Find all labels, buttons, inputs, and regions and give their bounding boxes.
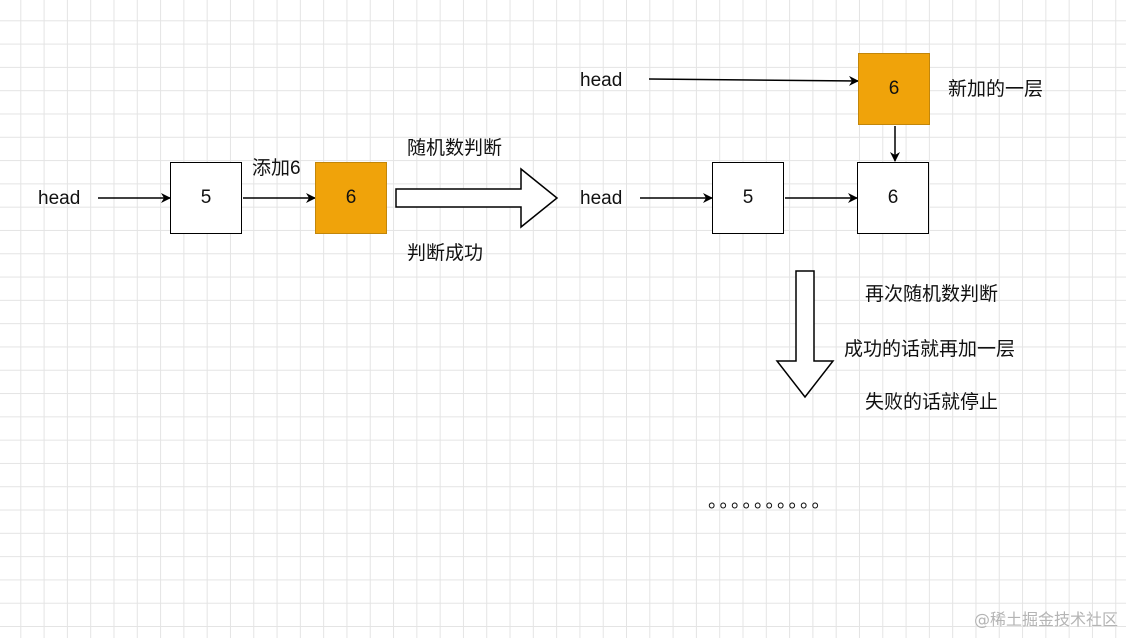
left-node-5: 5: [170, 162, 242, 234]
node-value: 6: [887, 187, 899, 208]
next-step-arrow: [775, 270, 835, 399]
ellipsis-dots: 。。。。。。。。。。: [708, 491, 833, 512]
watermark: @稀土掘金技术社区: [973, 610, 1118, 629]
node-value: 6: [345, 187, 357, 208]
add-label: 添加6: [252, 158, 301, 179]
transition-top-label: 随机数判断: [407, 138, 503, 159]
transition-arrow: [395, 167, 559, 229]
right-node-5: 5: [712, 162, 784, 234]
node-value: 5: [200, 187, 212, 208]
transition-bottom-label: 判断成功: [407, 243, 484, 264]
right-top-head-arrow: [648, 75, 859, 86]
next-step-line3: 失败的话就停止: [865, 392, 999, 413]
right-top-head-label: head: [580, 70, 623, 91]
next-step-line1: 再次随机数判断: [865, 284, 999, 305]
node-value: 6: [888, 78, 900, 99]
new-level-label: 新加的一层: [948, 79, 1044, 100]
right-bottom-head-label: head: [580, 188, 623, 209]
left-node-6-new: 6: [315, 162, 387, 234]
next-step-line2: 成功的话就再加一层: [844, 339, 1016, 360]
left-head-label: head: [38, 188, 81, 209]
right-top-node-6: 6: [858, 53, 930, 125]
node-value: 5: [742, 187, 754, 208]
right-node-6: 6: [857, 162, 929, 234]
